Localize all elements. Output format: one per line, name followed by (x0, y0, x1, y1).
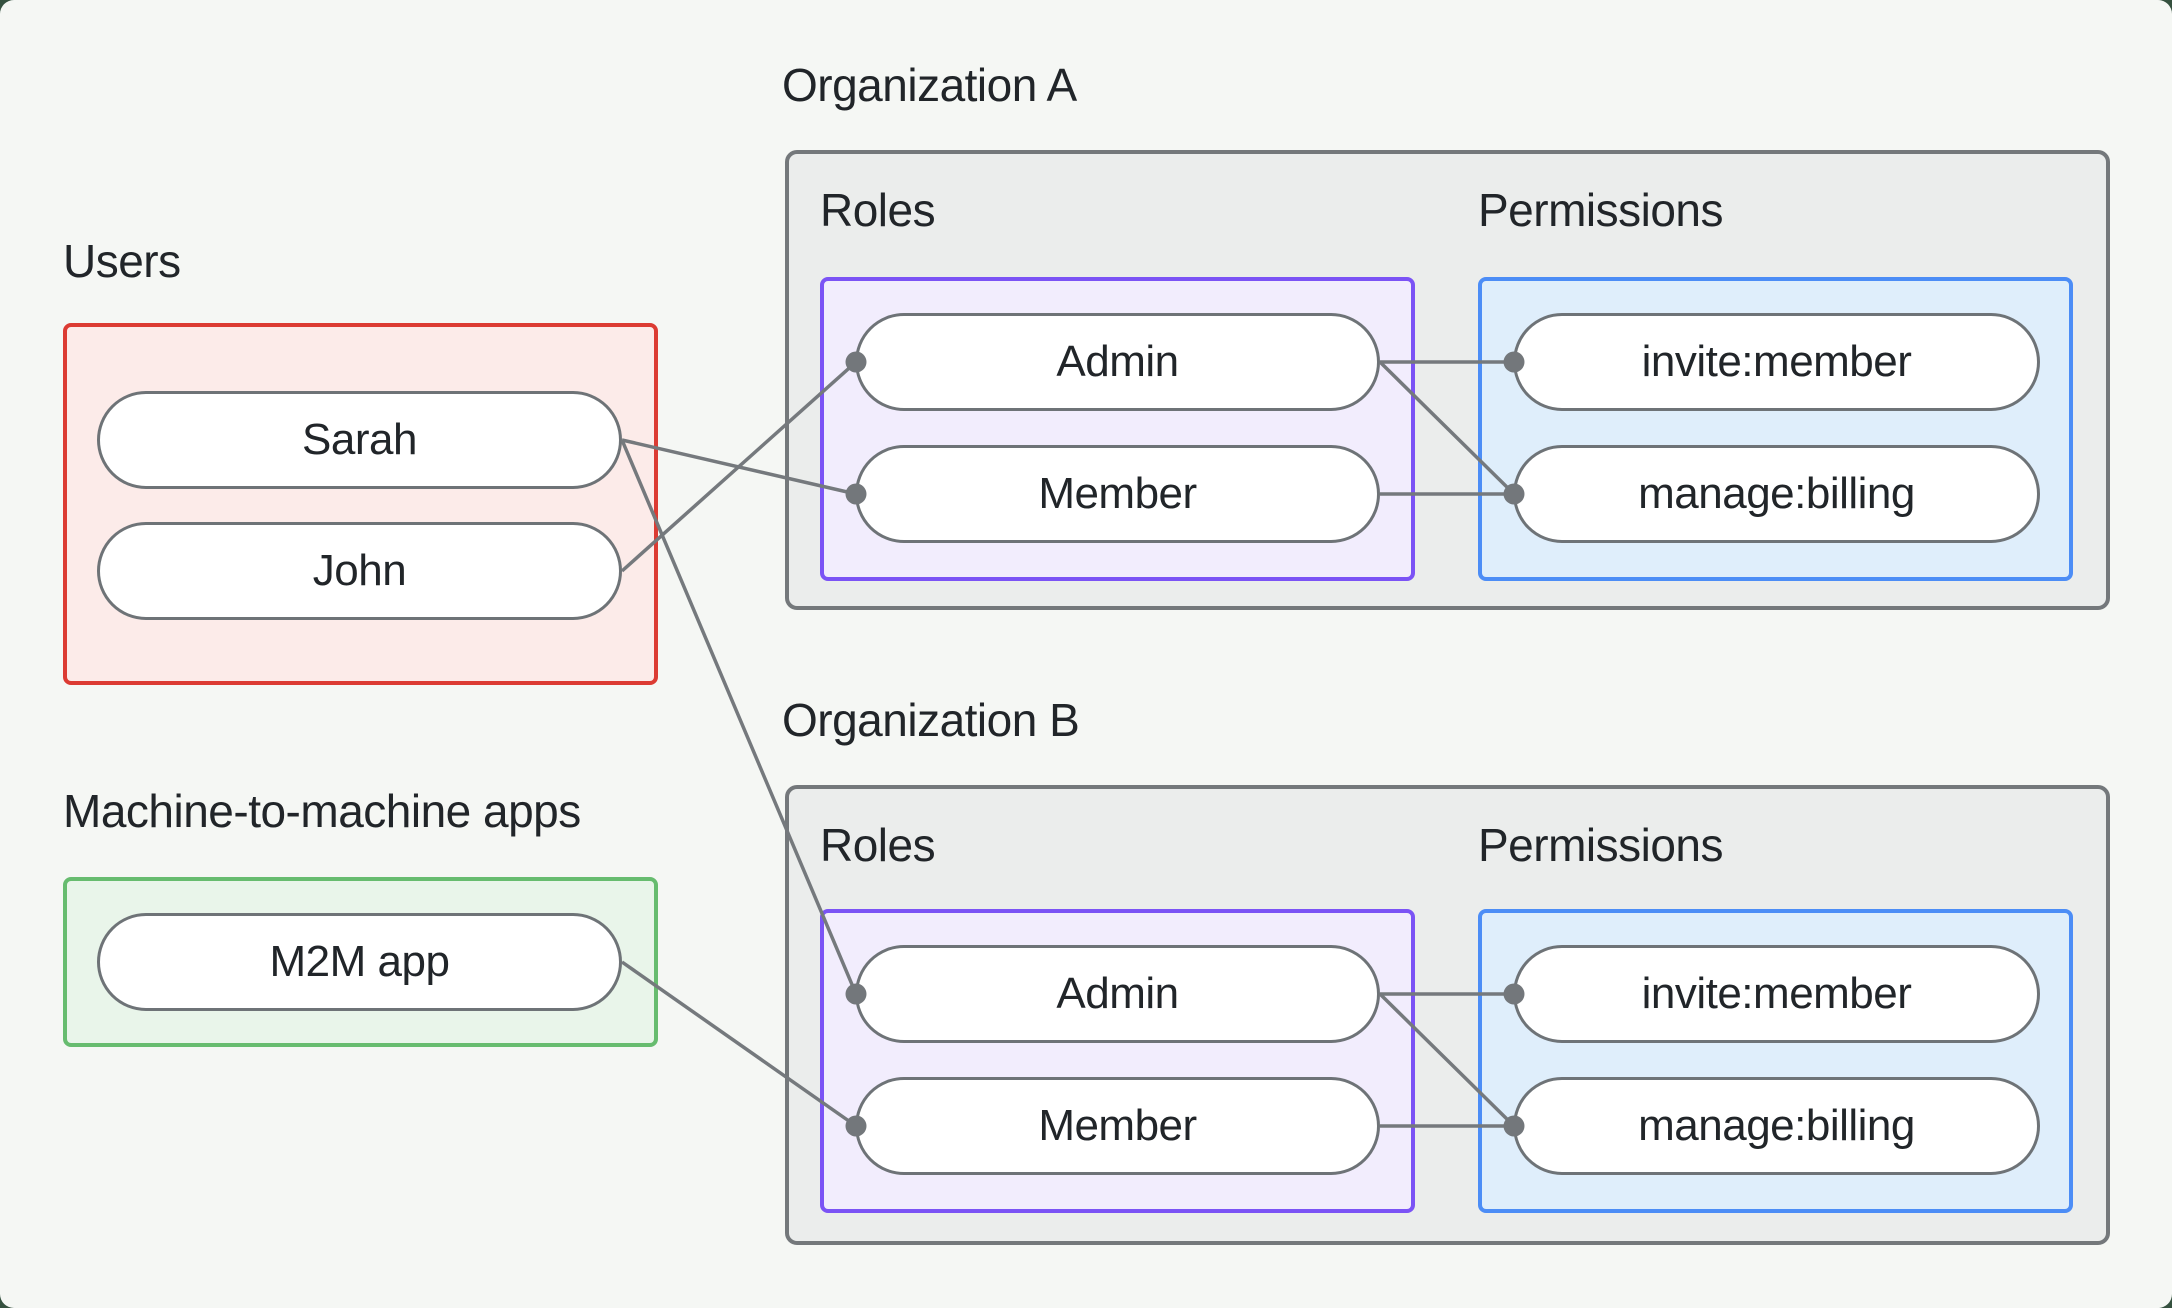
org-b-roles-label: Roles (820, 819, 936, 871)
org-a-roles-label: Roles (820, 184, 936, 236)
org-a-permission-manage-billing: manage:billing (1513, 445, 2040, 543)
org-a-permission-invite-member: invite:member (1513, 313, 2040, 411)
m2m-section-label: Machine-to-machine apps (63, 785, 581, 837)
users-group-box (63, 323, 658, 685)
users-section-label: Users (63, 235, 181, 287)
org-b-permission-invite-member: invite:member (1513, 945, 2040, 1043)
org-b-role-admin: Admin (855, 945, 1380, 1043)
user-node-john: John (97, 522, 622, 620)
org-a-role-admin: Admin (855, 313, 1380, 411)
org-b-title: Organization B (782, 694, 1080, 746)
user-node-sarah: Sarah (97, 391, 622, 489)
org-b-role-member: Member (855, 1077, 1380, 1175)
org-a-permissions-label: Permissions (1478, 184, 1724, 236)
org-a-title: Organization A (782, 59, 1077, 111)
org-a-role-member: Member (855, 445, 1380, 543)
org-b-permission-manage-billing: manage:billing (1513, 1077, 2040, 1175)
org-b-permissions-label: Permissions (1478, 819, 1724, 871)
m2m-app-node: M2M app (97, 913, 622, 1011)
